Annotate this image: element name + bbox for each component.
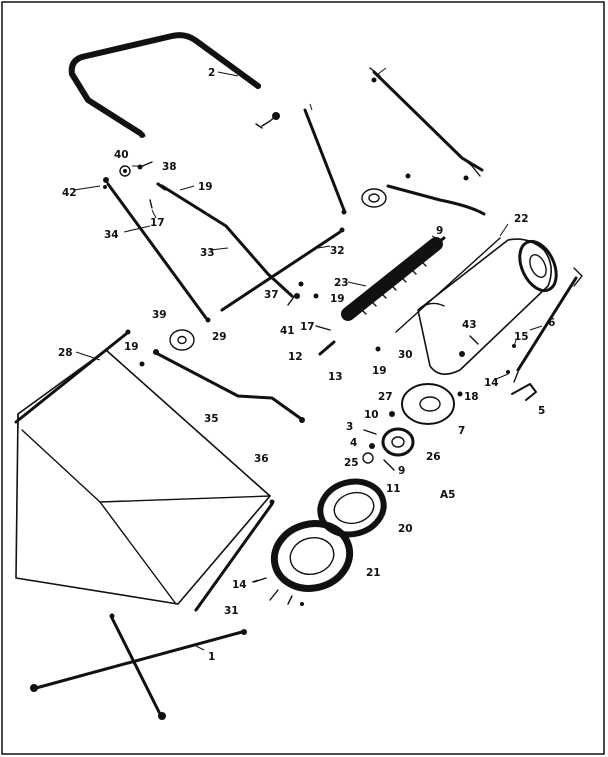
callout-34: 34 (104, 229, 119, 241)
lower-pulley (139, 329, 195, 367)
brace-hardware (506, 344, 537, 401)
reel-hardware (287, 281, 381, 356)
callout-13: 13 (328, 371, 343, 383)
callout-14b: 14 (232, 579, 247, 591)
callout-11: 11 (386, 483, 401, 495)
top-hardware (255, 112, 280, 129)
callout-19b: 19 (330, 293, 345, 305)
lower-connecting-rod (153, 349, 305, 423)
connecting-rod (220, 227, 345, 312)
sweeper-housing (395, 237, 558, 375)
callout-25: 25 (344, 457, 359, 469)
callout-17: 17 (150, 217, 165, 229)
callout-38: 38 (162, 161, 177, 173)
handle-arm (386, 173, 486, 216)
side-brace (513, 267, 583, 383)
callout-29: 29 (212, 331, 227, 343)
handle-brace-right (369, 67, 484, 181)
callout-31: 31 (224, 605, 239, 617)
callout-26: 26 (426, 451, 441, 463)
diagram-code: A5 (440, 489, 455, 501)
wheel-cover (401, 383, 463, 425)
callout-39: 39 (152, 309, 167, 321)
callout-9b: 9 (436, 225, 443, 237)
lower-handle-left (103, 177, 211, 323)
callout-18: 18 (464, 391, 479, 403)
callout-22: 22 (514, 213, 529, 225)
drive-gear (362, 411, 415, 471)
callout-32: 32 (330, 245, 345, 257)
callout-35: 35 (204, 413, 219, 425)
callout-10: 10 (364, 409, 379, 421)
hopper-bag (14, 329, 275, 612)
callout-27: 27 (378, 391, 393, 403)
callout-21: 21 (366, 567, 381, 579)
tire-inner (317, 478, 387, 538)
callout-7: 7 (458, 425, 465, 437)
callout-33: 33 (200, 247, 215, 259)
callout-28: 28 (58, 347, 73, 359)
callout-12: 12 (288, 351, 303, 363)
callout-3: 3 (346, 421, 353, 433)
callout-5: 5 (538, 405, 545, 417)
callout-6: 6 (548, 317, 555, 329)
callout-19c: 19 (124, 341, 139, 353)
leader-lines (73, 67, 543, 651)
callout-labels: 1 2 3 4 5 6 7 9 9 10 11 12 13 14 14 15 1… (58, 67, 555, 663)
callout-40: 40 (114, 149, 129, 161)
callout-20: 20 (398, 523, 413, 535)
callout-23: 23 (334, 277, 349, 289)
callout-41: 41 (280, 325, 295, 337)
callout-19d: 19 (372, 365, 387, 377)
lower-handle-right (156, 182, 294, 298)
callout-43: 43 (462, 319, 477, 331)
callout-37: 37 (264, 289, 279, 301)
upper-handle (68, 32, 261, 138)
callout-42: 42 (62, 187, 77, 199)
upper-pulley (361, 188, 387, 208)
callout-17b: 17 (300, 321, 315, 333)
callout-1: 1 (208, 651, 215, 663)
tire-outer (269, 520, 354, 606)
callout-2: 2 (208, 67, 215, 79)
callout-36: 36 (254, 453, 269, 465)
bottom-hardware (253, 577, 267, 583)
callout-15: 15 (514, 331, 529, 343)
long-rod (303, 108, 347, 215)
brush-reel (341, 236, 446, 321)
callout-14: 14 (484, 377, 499, 389)
callout-19: 19 (198, 181, 213, 193)
callout-9: 9 (398, 465, 405, 477)
callout-30: 30 (398, 349, 413, 361)
cross-brace (30, 613, 247, 720)
callout-4: 4 (350, 437, 357, 449)
